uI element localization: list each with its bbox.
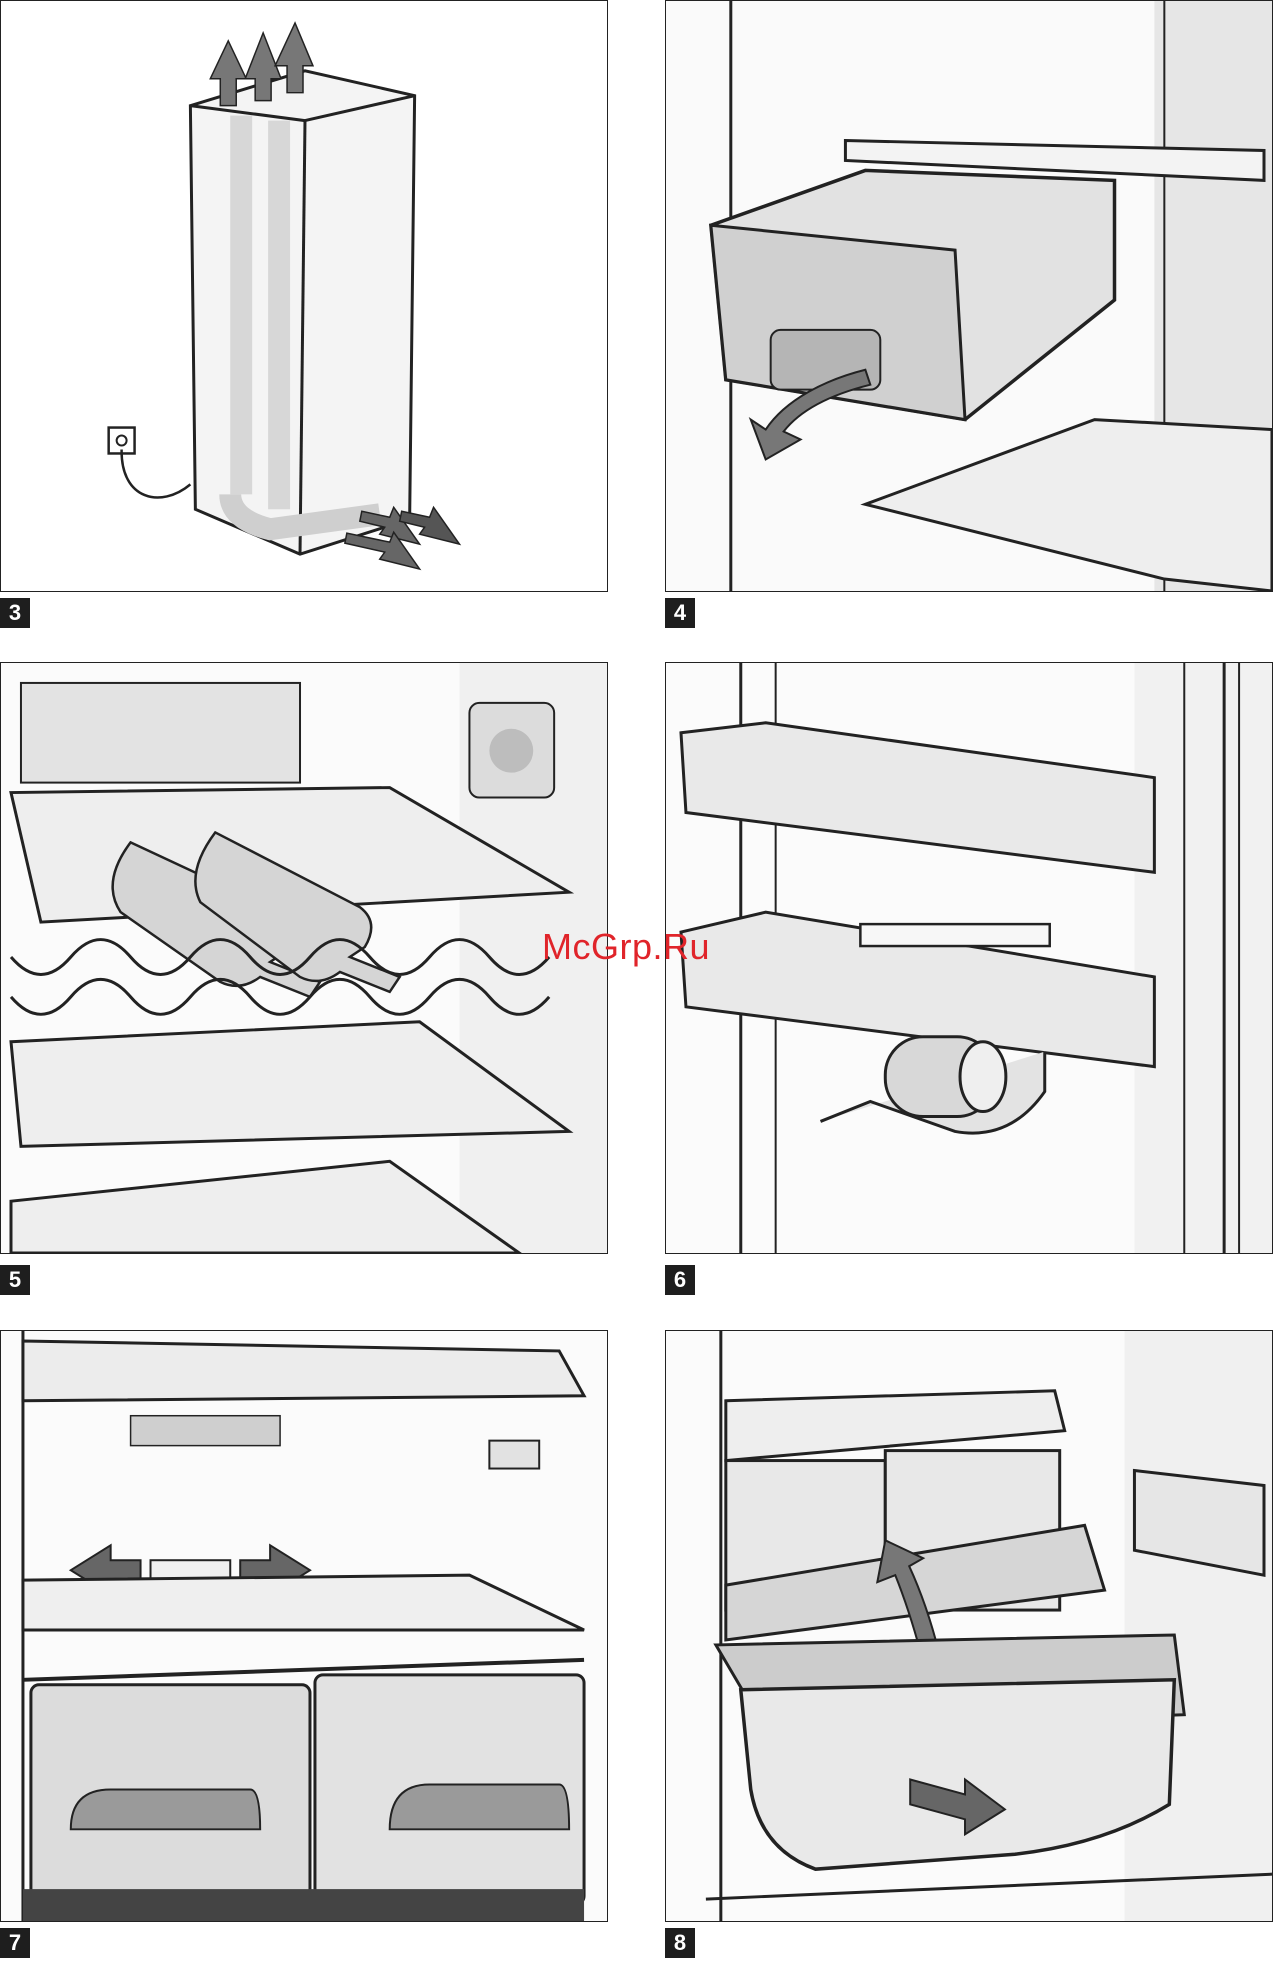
figure-3-number: 3 — [0, 598, 30, 628]
figure-5-panel — [0, 662, 608, 1254]
figure-4-panel — [665, 0, 1273, 592]
figure-5-number: 5 — [0, 1265, 30, 1295]
figure-6-illustration — [666, 663, 1272, 1253]
figure-8-illustration — [666, 1331, 1272, 1921]
figure-3-panel — [0, 0, 608, 592]
figure-7-illustration — [1, 1331, 607, 1921]
figure-3-illustration — [1, 1, 607, 591]
figure-6-panel — [665, 662, 1273, 1254]
figure-8-panel — [665, 1330, 1273, 1922]
figure-5-illustration — [1, 663, 607, 1253]
figure-6-number: 6 — [665, 1265, 695, 1295]
watermark-text: McGrp.Ru — [542, 926, 710, 968]
figure-7-panel — [0, 1330, 608, 1922]
figure-7-number: 7 — [0, 1928, 30, 1958]
figure-8-number: 8 — [665, 1928, 695, 1958]
figure-4-number: 4 — [665, 598, 695, 628]
figure-4-illustration — [666, 1, 1272, 591]
